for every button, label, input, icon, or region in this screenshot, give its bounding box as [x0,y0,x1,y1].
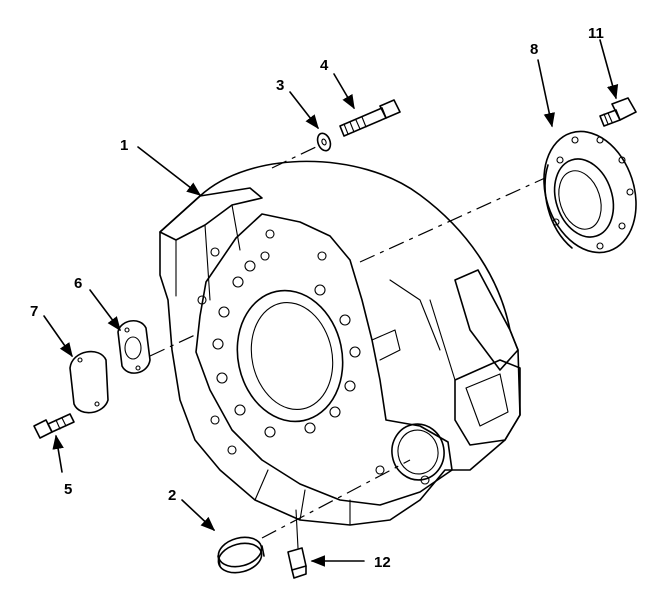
rear-seal-retainer [543,130,637,254]
leader-arrow-5 [52,434,64,473]
plug-part-2 [217,536,265,574]
callout-5: 5 [64,481,72,498]
washer-part-3 [316,132,332,152]
drain-plug-part-12 [287,509,307,579]
capscrew-part-5 [33,413,75,439]
callout-11: 11 [588,25,604,42]
leader-arrow-7 [43,315,73,358]
callout-labels: 1 2 3 4 5 6 7 8 11 12 [30,25,604,571]
leader-arrows [43,39,619,567]
callout-1: 1 [120,137,128,154]
cover-plate-part-7 [69,350,109,414]
callout-7: 7 [30,303,38,320]
assembly-centerline-cover [149,334,196,357]
capscrew-part-4 [339,99,401,137]
callout-4: 4 [320,57,329,74]
assembly-centerline-capscrew [271,145,319,169]
assembly-centerline-plug [261,459,411,539]
callout-3: 3 [276,77,284,94]
assembly-centerline-seal [359,177,546,263]
callout-12: 12 [374,554,391,571]
callout-2: 2 [168,487,176,504]
leader-arrow-2 [181,499,216,531]
leader-arrow-8 [537,59,555,128]
capscrew-part-11 [599,97,637,127]
leader-arrow-6 [89,289,121,332]
leader-arrow-11 [599,39,619,100]
leader-arrow-3 [289,91,319,130]
gasket-part-6 [117,320,151,374]
callout-8: 8 [530,41,538,58]
leader-arrow-1 [137,146,202,196]
callout-6: 6 [74,275,82,292]
flywheel-housing [159,160,521,526]
leader-arrow-4 [333,73,355,110]
